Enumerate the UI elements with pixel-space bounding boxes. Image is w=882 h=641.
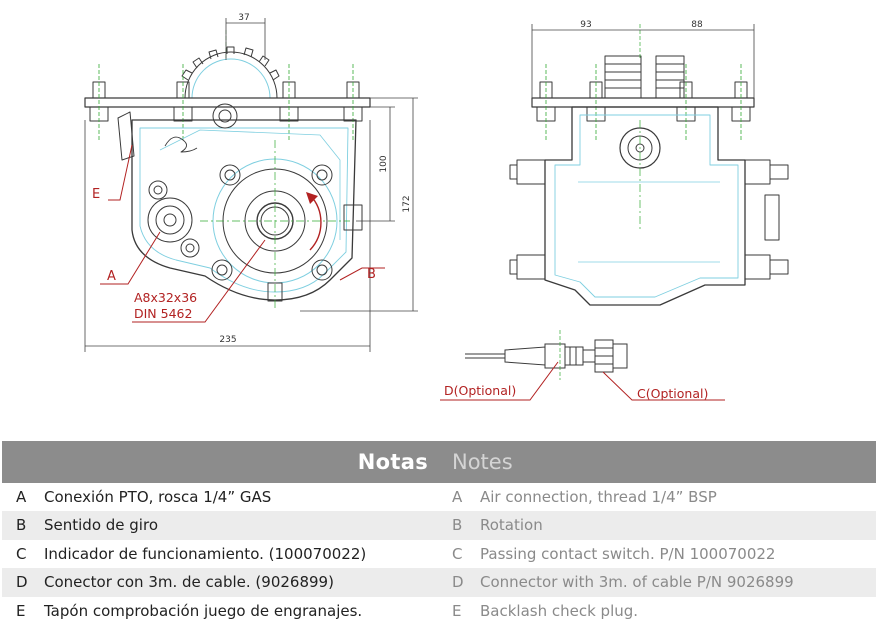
notes-header: Notas Notes [2,441,876,483]
housing-outline [131,119,357,301]
front-view [84,30,371,310]
callout-b: B [367,267,376,282]
row-text-en: Air connection, thread 1/4” BSP [480,488,717,506]
row-key-es: E [16,601,26,620]
notes-title-es: Notas [357,450,428,474]
dim-100: 100 [379,155,389,172]
callout-d-optional: D(Optional) [444,383,516,398]
notes-row: E Tapón comprobación juego de engranajes… [2,597,876,625]
notes-row: B Sentido de giro B Rotation [2,511,876,540]
air-connection [147,180,200,258]
row-key-en: D [452,573,464,592]
row-key-en: B [452,516,463,535]
row-text-en: Connector with 3m. of cable P/N 9026899 [480,573,794,592]
technical-drawing: 37 100 172 235 E A B A8x32x36 DIN 5462 [84,13,789,401]
output-flange [211,158,338,302]
callout-spline-line1: A8x32x36 [134,290,197,305]
notes-row: C Indicador de funcionamiento. (10007002… [2,540,876,568]
row-text-es: Indicador de funcionamiento. (100070022) [44,544,367,563]
row-key-es: D [16,573,28,592]
front-dimensions [84,18,418,352]
top-gear [181,46,280,99]
row-text-en: Passing contact switch. P/N 100070022 [480,544,776,563]
dim-88: 88 [691,20,703,30]
side-dimensions [531,24,755,98]
row-text-en: Rotation [480,516,543,535]
row-key-en: C [452,544,463,563]
connector-assembly [465,330,628,380]
dim-93: 93 [580,20,591,30]
notes-title-en: Notes [452,450,513,474]
callout-e: E [92,187,100,202]
dim-172: 172 [402,195,412,212]
row-key-en: E [452,601,462,620]
row-text-es: Conexión PTO, rosca 1/4” GAS [44,488,272,506]
dim-37: 37 [238,13,249,23]
callout-a: A [107,269,116,284]
notes-table: Notas Notes A Conexión PTO, rosca 1/4” G… [2,441,876,625]
row-key-es: B [16,516,27,535]
side-view [509,24,789,306]
studs [89,81,363,122]
notes-row: A Conexión PTO, rosca 1/4” GAS A Air con… [2,483,876,511]
row-text-es: Sentido de giro [44,516,158,535]
notes-row: D Conector con 3m. de cable. (9026899) D… [2,568,876,597]
row-key-es: C [16,544,27,563]
dim-235: 235 [219,335,236,345]
row-text-es: Tapón comprobación juego de engranajes. [44,601,363,620]
row-text-es: Conector con 3m. de cable. (9026899) [44,573,334,592]
row-key-es: A [16,488,27,506]
row-text-en: Backlash check plug. [480,601,639,620]
row-key-en: A [452,488,463,506]
callout-c-optional: C(Optional) [637,386,708,401]
callout-spline-line2: DIN 5462 [134,306,192,321]
